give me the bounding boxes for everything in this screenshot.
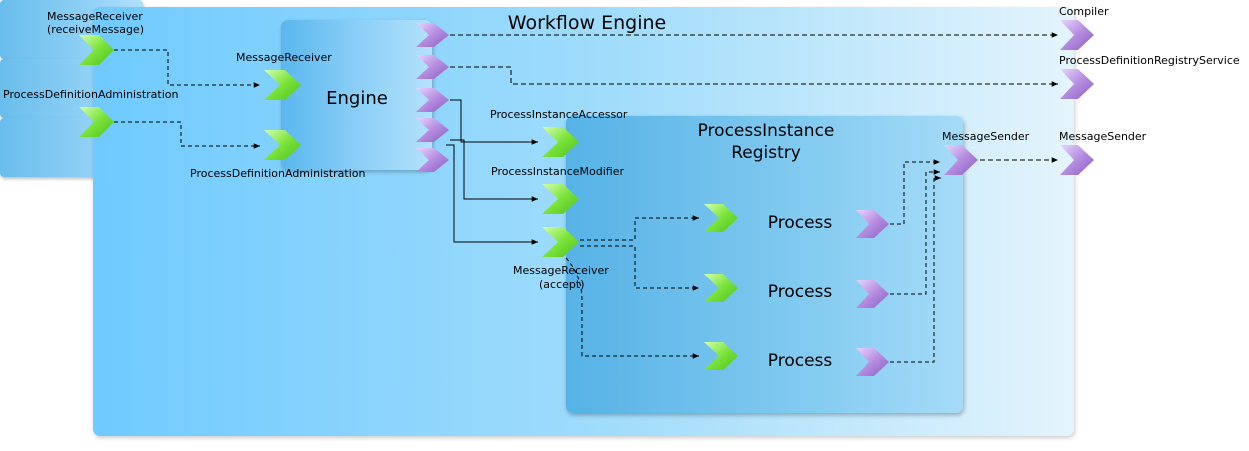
provided-port	[542, 227, 579, 257]
process-instance-registry-box	[566, 116, 963, 413]
connector	[114, 49, 260, 88]
connector	[580, 245, 699, 291]
required-port	[944, 145, 978, 175]
provided-port	[704, 204, 738, 232]
engine-box	[281, 20, 432, 170]
connector	[890, 175, 941, 363]
provided-port	[264, 130, 301, 160]
provided-port	[79, 35, 114, 65]
port-label-message-receiver: MessageReceiver	[47, 10, 143, 23]
required-port	[1060, 20, 1094, 50]
required-port	[416, 118, 449, 142]
process-title: Process	[767, 351, 833, 371]
registry-title-line1: ProcessInstance	[697, 121, 835, 141]
connector	[580, 215, 699, 241]
port-label-registry-message-sender: MessageSender	[942, 130, 1030, 143]
connector	[450, 99, 538, 145]
required-port	[416, 148, 449, 172]
required-port	[416, 55, 449, 79]
port-label-process-instance-modifier: ProcessInstanceModifier	[491, 165, 624, 178]
port-label-registry-message-receiver: MessageReceiver	[513, 264, 609, 277]
port-label-process-instance-accessor: ProcessInstanceAccessor	[490, 108, 628, 121]
port-label-process-definition-administration: ProcessDefinitionAdministration	[3, 88, 179, 101]
required-port	[856, 348, 889, 376]
port-label-message-sender: MessageSender	[1059, 130, 1147, 143]
provided-port	[79, 107, 114, 137]
process-title: Process	[767, 213, 833, 233]
process-title: Process	[767, 282, 833, 302]
port-label-engine-message-receiver: MessageReceiver	[236, 51, 332, 64]
port-label-process-definition-registry-service: ProcessDefinitionRegistryService	[1059, 54, 1240, 67]
provided-port	[542, 127, 579, 157]
port-label-message-receiver-detail: (receiveMessage)	[47, 23, 144, 36]
port-label-compiler: Compiler	[1059, 5, 1109, 18]
port-label-engine-process-definition-administration: ProcessDefinitionAdministration	[190, 167, 366, 180]
engine-title: Engine	[326, 88, 388, 109]
connector	[890, 159, 940, 225]
connector	[565, 257, 699, 359]
connector	[446, 144, 538, 245]
required-port	[416, 23, 449, 47]
provided-port	[704, 342, 738, 370]
registry-title-line2: Registry	[731, 143, 801, 163]
provided-port	[264, 70, 301, 100]
provided-port	[542, 184, 579, 214]
connector	[450, 66, 1058, 87]
required-port	[1060, 145, 1094, 175]
connector	[450, 139, 538, 202]
required-port	[416, 88, 449, 112]
port-label-registry-message-receiver-detail: (accept)	[539, 278, 585, 291]
required-port	[856, 280, 889, 308]
provided-port	[704, 274, 738, 302]
required-port	[1060, 69, 1094, 99]
workflow-engine-title: Workflow Engine	[507, 12, 667, 34]
connector	[890, 169, 940, 295]
required-port	[856, 210, 889, 238]
connector	[114, 121, 260, 149]
